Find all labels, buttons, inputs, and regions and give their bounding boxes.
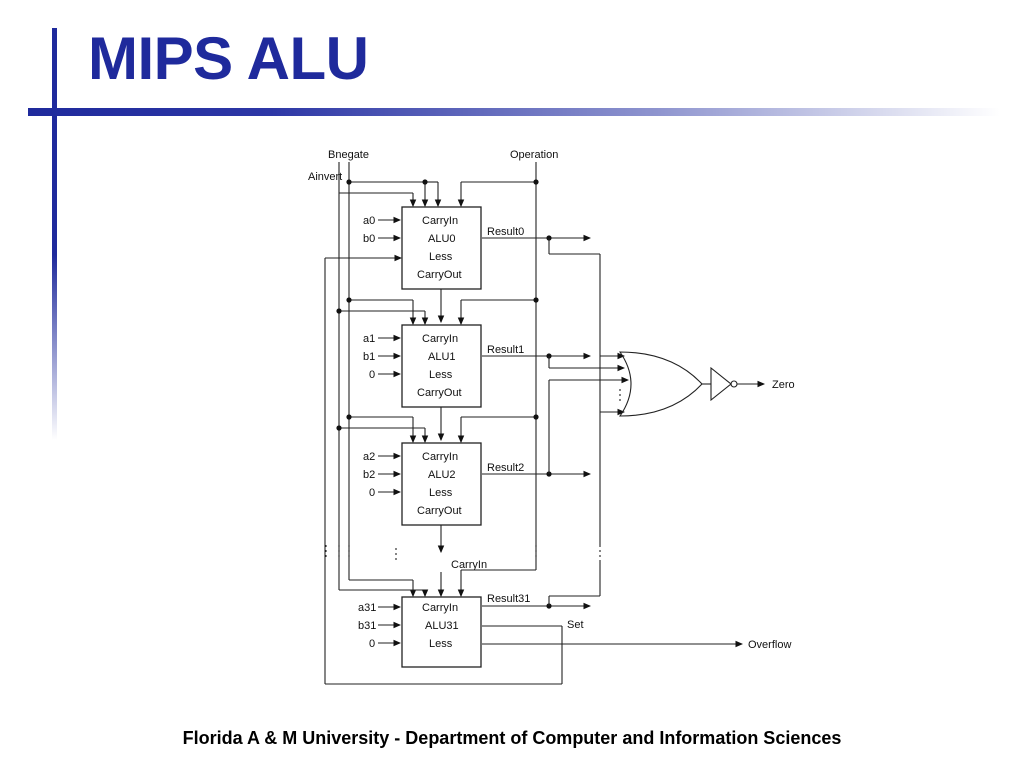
- alu-block-0: CarryIn ALU0 Less CarryOut a0 b0 Result0: [339, 179, 601, 545]
- zero-label: Zero: [772, 379, 795, 391]
- alu1-port-name: ALU1: [428, 351, 456, 363]
- alu1-result-label: Result1: [487, 344, 524, 356]
- set-label: Set: [567, 619, 584, 631]
- alu0-input-a: a0: [363, 215, 375, 227]
- alu2-port-carryout: CarryOut: [417, 505, 462, 517]
- alu0-port-carryout: CarryOut: [417, 269, 462, 281]
- alu31-port-less: Less: [429, 638, 453, 650]
- slide-footer: Florida A & M University - Department of…: [182, 728, 842, 748]
- slide-title: MIPS ALU: [88, 25, 369, 92]
- alu31-port-name: ALU31: [425, 620, 459, 632]
- title-accent-horizontal-bar: [28, 108, 1000, 116]
- alu0-port-less: Less: [429, 251, 453, 263]
- alu31-input-a: a31: [358, 602, 376, 614]
- alu-block-1: CarryIn ALU1 Less CarryOut a1 b1 0 Resul…: [336, 297, 592, 442]
- alu0-port-carryin: CarryIn: [422, 215, 458, 227]
- alu31-input-less: 0: [369, 638, 375, 650]
- alu2-port-less: Less: [429, 487, 453, 499]
- zero-detect-logic: Zero: [548, 351, 795, 474]
- alu2-port-carryin: CarryIn: [422, 451, 458, 463]
- control-lines: [324, 162, 601, 685]
- alu0-input-b: b0: [363, 233, 375, 245]
- alu0-result-label: Result0: [487, 226, 524, 238]
- label-operation: Operation: [510, 149, 558, 161]
- alu1-port-less: Less: [429, 369, 453, 381]
- alu2-result-label: Result2: [487, 462, 524, 474]
- alu1-port-carryin: CarryIn: [422, 333, 458, 345]
- or-gate-icon: [618, 351, 703, 417]
- overflow-label: Overflow: [748, 639, 791, 651]
- alu2-input-b: b2: [363, 469, 375, 481]
- alu2-input-less: 0: [369, 487, 375, 499]
- title-accent-vertical-bar: [52, 28, 57, 440]
- carryin-label: CarryIn: [451, 559, 487, 571]
- alu2-port-name: ALU2: [428, 469, 456, 481]
- alu1-input-b: b1: [363, 351, 375, 363]
- alu31-input-b: b31: [358, 620, 376, 632]
- alu2-input-a: a2: [363, 451, 375, 463]
- label-bnegate: Bnegate: [328, 149, 369, 161]
- alu0-port-name: ALU0: [428, 233, 456, 245]
- label-ainvert: Ainvert: [308, 171, 342, 183]
- alu1-port-carryout: CarryOut: [417, 387, 462, 399]
- alu1-input-less: 0: [369, 369, 375, 381]
- alu31-port-carryin: CarryIn: [422, 602, 458, 614]
- alu-block-2: CarryIn ALU2 Less CarryOut a2 b2 0 Resul…: [336, 414, 592, 598]
- alu-block-31: CarryIn ALU31 Less a31 b31 0 Result31 Se…: [339, 560, 791, 668]
- inverter-icon: [710, 366, 732, 402]
- alu31-result-label: Result31: [487, 593, 530, 605]
- alu1-input-a: a1: [363, 333, 375, 345]
